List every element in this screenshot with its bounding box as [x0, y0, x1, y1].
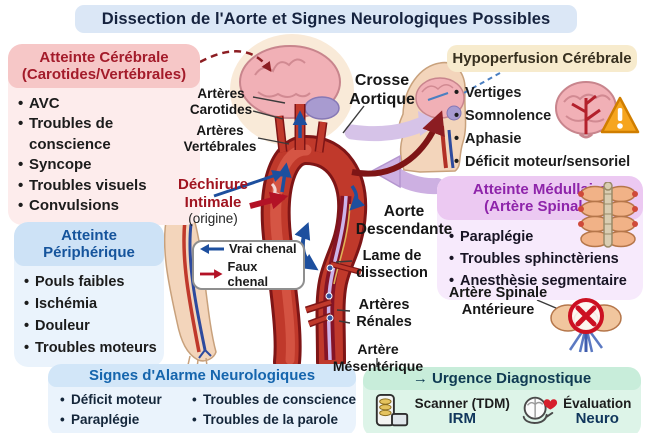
list-item: Troubles de conscience: [190, 390, 356, 410]
list-item: Troubles moteurs: [22, 337, 160, 359]
legend-true-lumen-label: Vrai chenal: [229, 241, 297, 256]
label-artere-spinale-anterieure: Artère Spinale Antérieure: [448, 285, 548, 319]
irm-label: IRM: [448, 410, 476, 428]
neuro-evaluation-icon: [522, 396, 558, 425]
label-lame-de-dissection: Lame de dissection: [356, 248, 428, 282]
list-item: Paraplégie: [58, 410, 186, 430]
evaluation-label: Évaluation: [563, 395, 632, 411]
urgence-scanner-item: Scanner (TDM) IRM: [373, 393, 510, 431]
legend-row-false-lumen: Faux chenal: [200, 259, 297, 289]
spinal-artery-blocked-icon: [550, 298, 622, 353]
panel-atteinte-cerebrale-title: Atteinte Cérébrale (Carotides/Vertébrale…: [8, 44, 200, 88]
label-crosse-aortique: Crosse Aortique: [349, 72, 415, 108]
list-item: Déficit moteur/sensoriel: [452, 151, 644, 174]
legend-row-true-lumen: Vrai chenal: [200, 241, 297, 256]
blocked-x-icon: [568, 298, 604, 334]
panel-atteinte-peripherique: Atteinte Périphérique Pouls faibles Isch…: [14, 222, 164, 367]
list-item: Convulsions: [16, 196, 194, 217]
panel-atteinte-medullaire-list: Paraplégie Troubles sphinctèriens Anesth…: [437, 220, 643, 300]
list-item: Douleur: [22, 315, 160, 337]
panel-signes-alarme-title: Signes d'Alarme Neurologiques: [48, 364, 356, 388]
panel-hypoperfusion-header: Hypoperfusion Cérébrale: [447, 45, 637, 72]
label-arteres-vertebrales: Artères Vertébrales: [183, 123, 257, 154]
neuro-label: Neuro: [575, 410, 619, 428]
false-lumen-arrow-icon: [200, 269, 223, 279]
list-item: Anesthèsie segmentaire: [447, 270, 639, 292]
arm-illustration: [163, 215, 217, 369]
panel-urgence-diagnostique: → Urgence Diagnostique Scanner (TDM) IRM: [363, 367, 641, 433]
list-item: Troubles visuels: [16, 176, 194, 197]
panel-urgence-body: Scanner (TDM) IRM Évaluation Neuro: [363, 390, 641, 433]
panel-atteinte-cerebrale: Atteinte Cérébrale (Carotides/Vertébrale…: [8, 44, 200, 225]
label-dechirure-intimale: Déchirure Intimale: [177, 176, 249, 211]
label-arteres-renales: Artères Rénales: [356, 297, 412, 331]
intimal-tear-arrow: [249, 191, 289, 210]
alarme-column-1: Déficit moteur Paraplégie: [58, 390, 186, 430]
page-title: Dissection de l'Aorte et Signes Neurolog…: [75, 5, 577, 33]
warning-triangle-icon: [600, 96, 640, 134]
label-origine: (origine): [188, 211, 238, 226]
lumen-legend: Vrai chenal Faux chenal: [192, 240, 305, 290]
list-item: Troubles de la parole: [190, 410, 356, 430]
label-artere-mesenterique: Artère Mésentérique: [332, 341, 424, 374]
true-lumen-arrow-icon: [200, 243, 224, 254]
panel-signes-alarme-columns: Déficit moteur Paraplégie Troubles de co…: [48, 387, 356, 433]
label-arteres-carotides: Artères Carotides: [189, 86, 253, 117]
panel-atteinte-medullaire: Atteinte Médullaire (Artère Spinale) Par…: [437, 176, 643, 300]
scanner-label: Scanner (TDM): [414, 395, 510, 411]
true-lumen-arrows: [213, 110, 365, 271]
panel-signes-alarme: Signes d'Alarme Neurologiques Déficit mo…: [48, 364, 356, 433]
list-item: Vertiges: [452, 82, 644, 105]
panel-urgence-title: → Urgence Diagnostique: [363, 367, 641, 391]
panel-atteinte-peripherique-list: Pouls faibles Ischémia Douleur Troubles …: [14, 266, 164, 367]
page-title-text: Dissection de l'Aorte et Signes Neurolog…: [101, 9, 551, 28]
list-item: Déficit moteur: [58, 390, 186, 410]
legend-false-lumen-label: Faux chenal: [227, 259, 269, 289]
panel-hypoperfusion-list: Vertiges Somnolence Aphasie Déficit mote…: [452, 82, 644, 174]
alarme-column-2: Troubles de conscience Troubles de la pa…: [190, 390, 356, 430]
panel-atteinte-cerebrale-list: AVC Troubles de conscience Syncope Troub…: [8, 88, 200, 225]
list-item: Somnolence: [452, 105, 644, 128]
list-item: Ischémia: [22, 293, 160, 315]
list-item: Troubles sphinctèriens: [447, 248, 639, 270]
list-item: Aphasie: [452, 128, 644, 151]
list-item: AVC: [16, 94, 194, 115]
urgence-eval-item: Évaluation Neuro: [517, 392, 631, 432]
list-item: Pouls faibles: [22, 271, 160, 293]
urgence-scanner-text: Scanner (TDM) IRM: [414, 395, 510, 428]
list-item: Syncope: [16, 155, 194, 176]
label-connector-lines: [252, 96, 564, 369]
ct-scanner-icon: [375, 394, 408, 427]
spine-icon: [578, 182, 638, 248]
panel-atteinte-peripherique-title: Atteinte Périphérique: [14, 222, 164, 266]
panel-hypoperfusion-title: Hypoperfusion Cérébrale: [452, 50, 632, 67]
list-item: Troubles de conscience: [16, 114, 194, 155]
label-aorte-descendante: Aorte Descendante: [355, 203, 453, 239]
list-item: Paraplégie: [447, 226, 639, 248]
urgence-eval-text: Évaluation Neuro: [563, 395, 632, 428]
brain-warning-icon: [555, 81, 640, 139]
